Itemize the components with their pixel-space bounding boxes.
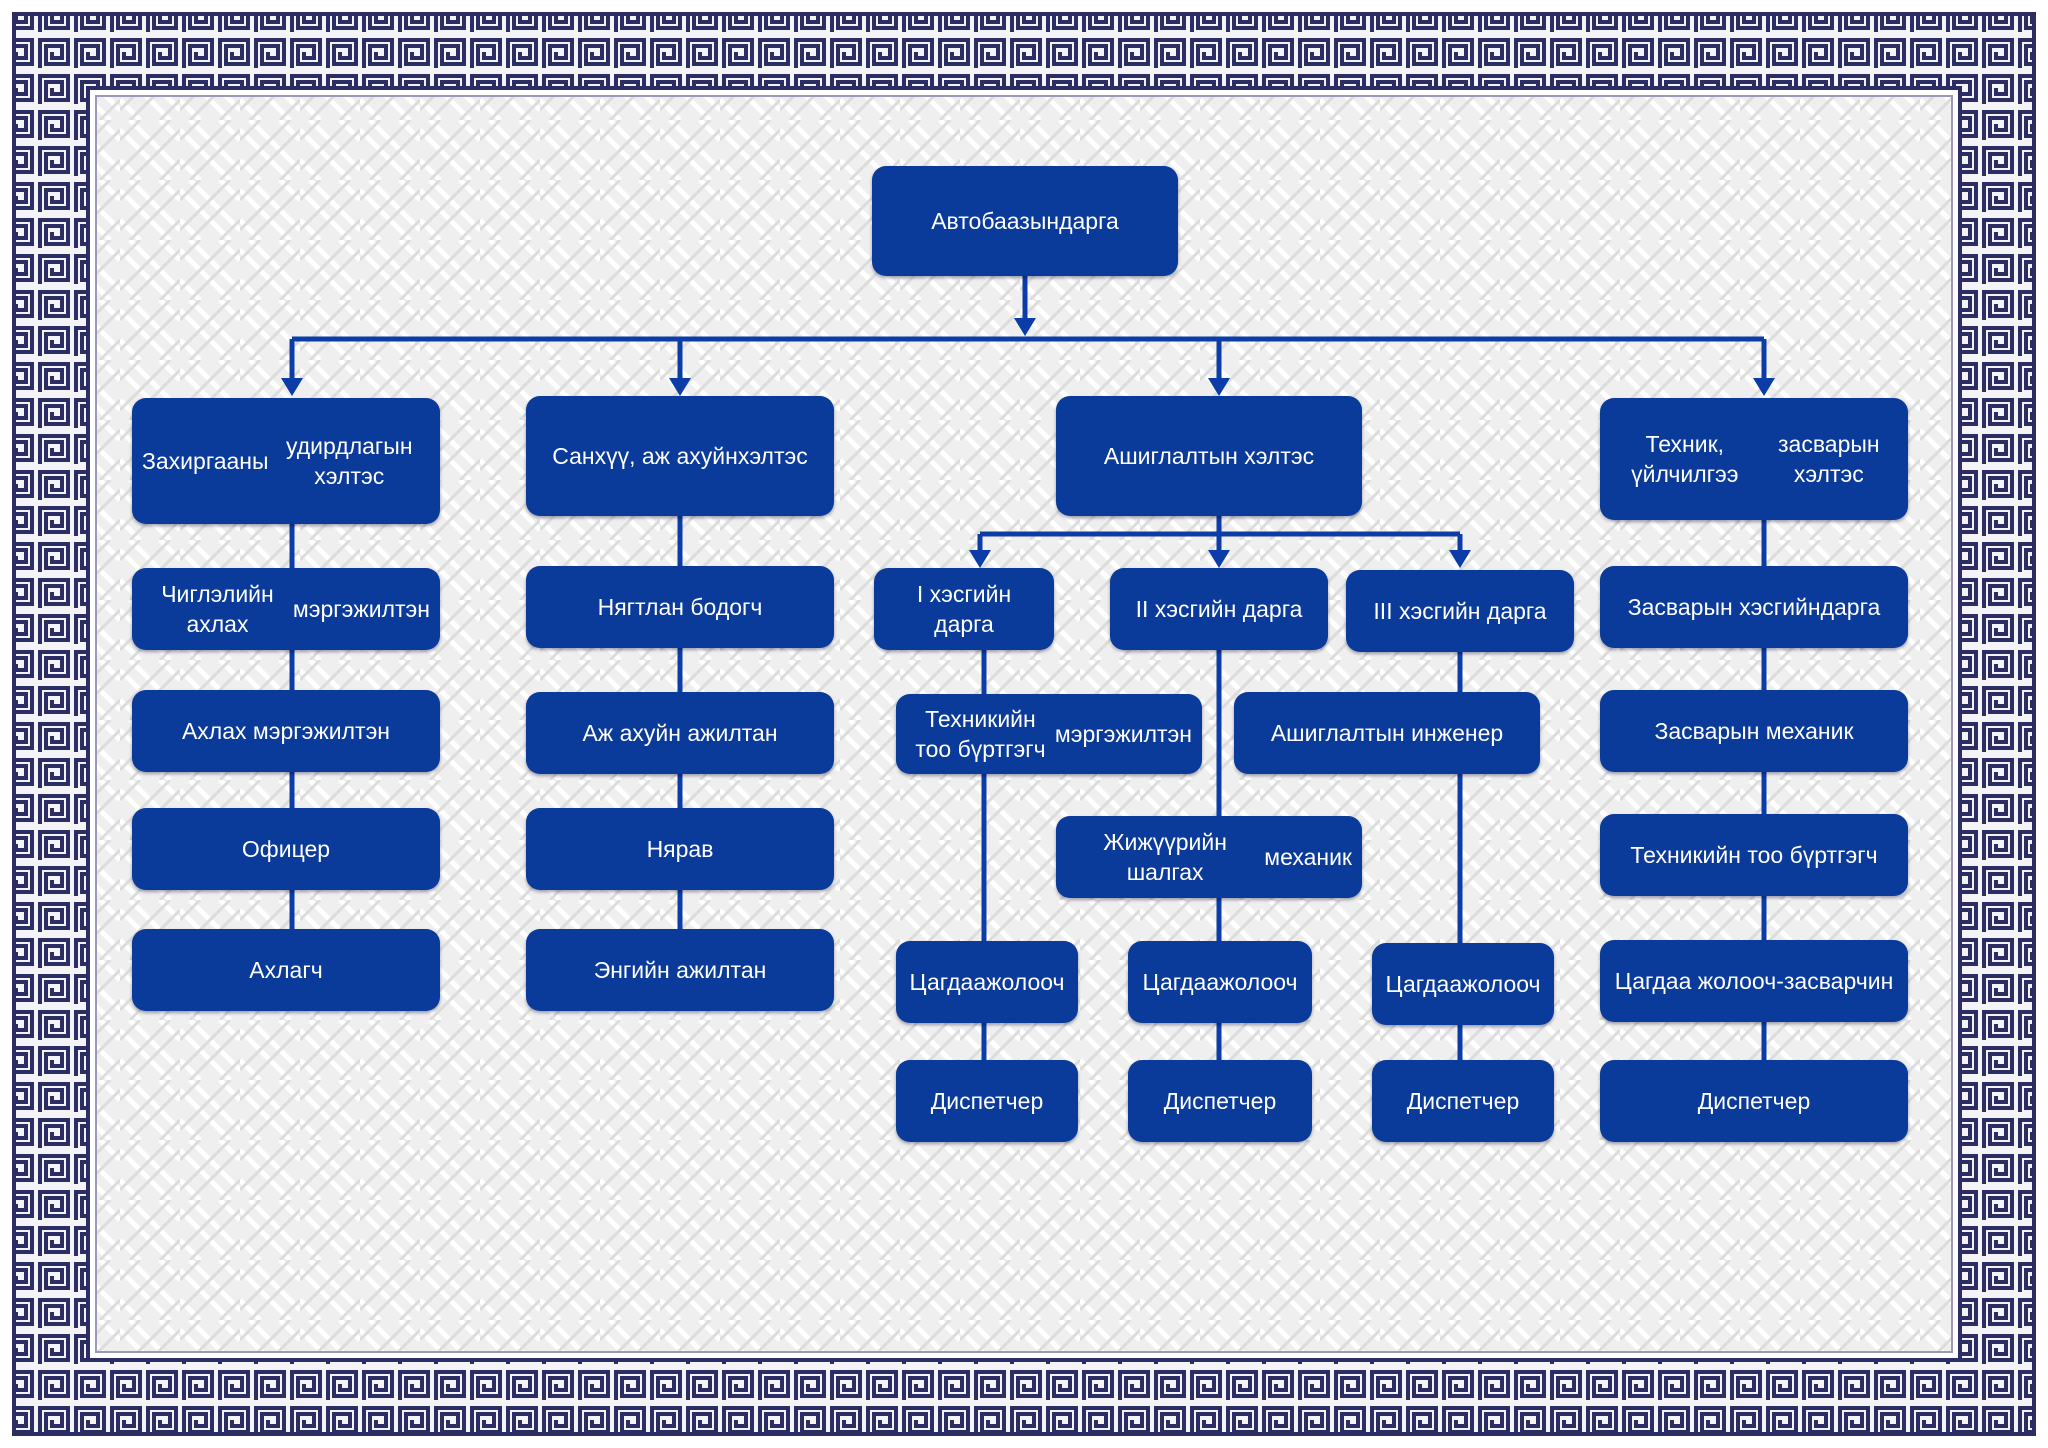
staff-node-d4-3: Техникийн тоо бүртгэгч <box>1600 814 1908 896</box>
staff-node-d1-2-label-line: Ахлах мэргэжилтэн <box>181 718 391 744</box>
staff-node-u1-3: Диспетчер <box>896 1060 1078 1142</box>
staff-node-d1-3: Офицер <box>132 808 440 890</box>
staff-node-d1-1: Чиглэлийн ахлах мэргэжилтэн <box>132 568 440 650</box>
staff-node-u1-1-label-line: мэргэжилтэн <box>1054 721 1192 747</box>
staff-node-u2-1: Жижүүрийн шалгах механик <box>1056 816 1362 898</box>
staff-node-d4-1-label-line: Засварын хэсгийн <box>1627 594 1821 620</box>
department-node-2-label-line: хэлтэс <box>737 443 808 469</box>
staff-node-d2-2-label-line: Аж ахуйн ажилтан <box>582 720 778 746</box>
staff-node-d2-3-label-line: Нярав <box>646 836 714 862</box>
staff-node-u3-2-label-line: жолооч <box>1462 971 1541 997</box>
department-node-2-label-line: Санхүү, аж ахуйн <box>552 443 738 469</box>
department-node-1: Захиргааны удирдлагын хэлтэс <box>132 398 440 524</box>
staff-node-d4-2: Засварын механик <box>1600 690 1908 772</box>
staff-node-d4-5-label-line: Диспетчер <box>1697 1088 1811 1114</box>
staff-node-d4-4: Цагдаа жолооч-засварчин <box>1600 940 1908 1022</box>
department-arrowhead <box>1208 378 1230 396</box>
staff-node-d1-4-label-line: Ахлагч <box>249 957 323 983</box>
staff-node-u1-2-label-line: жолооч <box>986 969 1065 995</box>
staff-node-d4-2-label-line: Засварын механик <box>1654 718 1854 744</box>
staff-node-u1-2-label-line: Цагдаа <box>909 969 987 995</box>
root-node-label-line: дарга <box>1059 208 1119 234</box>
department-node-4-label-line: засварын хэлтэс <box>1777 431 1880 487</box>
staff-node-d1-3-label-line: Офицер <box>241 836 331 862</box>
staff-node-u2-2-label-line: жолооч <box>1219 969 1298 995</box>
root-arrowhead <box>1014 318 1036 336</box>
staff-node-d4-4-label-line: Цагдаа жолооч- <box>1614 968 1784 994</box>
staff-node-d2-3: Нярав <box>526 808 834 890</box>
staff-node-d4-5: Диспетчер <box>1600 1060 1908 1142</box>
root-node-label-line: Автобаазын <box>931 208 1060 234</box>
unit-node-1: I хэсгийн дарга <box>874 568 1054 650</box>
staff-node-u1-1-label-line: Техникийн тоо бүртгэгч <box>915 706 1046 762</box>
department-node-1-label-line: Захиргааны <box>142 448 269 474</box>
department-node-1-label-line: удирдлагын хэлтэс <box>286 433 413 489</box>
staff-node-u3-1: Ашиглалтын инженер <box>1234 692 1540 774</box>
staff-node-d4-4-label-line: засварчин <box>1783 968 1894 994</box>
staff-node-d1-1-label-line: мэргэжилтэн <box>292 596 430 622</box>
staff-node-u1-3-label-line: Диспетчер <box>930 1088 1044 1114</box>
staff-node-d1-2: Ахлах мэргэжилтэн <box>132 690 440 772</box>
staff-node-u3-3: Диспетчер <box>1372 1060 1554 1142</box>
department-node-3: Ашиглалтын хэлтэс <box>1056 396 1362 516</box>
department-arrowhead <box>669 378 691 396</box>
department-arrowhead <box>1753 378 1775 396</box>
staff-node-d2-4-label-line: Энгийн ажилтан <box>593 957 767 983</box>
staff-node-u3-2-label-line: Цагдаа <box>1385 971 1463 997</box>
department-node-4-label-line: Техник, үйлчилгээ <box>1631 431 1739 487</box>
staff-node-u2-2-label-line: Цагдаа <box>1142 969 1220 995</box>
staff-node-d2-2: Аж ахуйн ажилтан <box>526 692 834 774</box>
staff-node-d4-1-label-line: дарга <box>1820 594 1881 620</box>
staff-node-u2-1-label-line: механик <box>1264 844 1352 870</box>
staff-node-d1-1-label-line: Чиглэлийн ахлах <box>161 581 274 637</box>
unit-node-2: II хэсгийн дарга <box>1110 568 1328 650</box>
unit-node-1-label-line: I хэсгийн дарга <box>916 581 1012 637</box>
department-node-3-label-line: Ашиглалтын хэлтэс <box>1103 443 1315 469</box>
staff-node-u2-3: Диспетчер <box>1128 1060 1312 1142</box>
staff-node-d2-4: Энгийн ажилтан <box>526 929 834 1011</box>
staff-node-u2-1-label-line: Жижүүрийн шалгах <box>1103 829 1227 885</box>
staff-node-d4-3-label-line: Техникийн тоо бүртгэгч <box>1630 842 1878 868</box>
unit-arrowhead <box>1208 550 1230 568</box>
department-node-4: Техник, үйлчилгээ засварын хэлтэс <box>1600 398 1908 520</box>
department-arrowhead <box>281 378 303 396</box>
unit-arrowhead <box>969 550 991 568</box>
staff-node-u3-3-label-line: Диспетчер <box>1406 1088 1520 1114</box>
staff-node-d1-4: Ахлагч <box>132 929 440 1011</box>
unit-node-3-label-line: III хэсгийн дарга <box>1373 598 1547 624</box>
unit-node-2-label-line: II хэсгийн дарга <box>1135 596 1303 622</box>
staff-node-d2-1: Нягтлан бодогч <box>526 566 834 648</box>
staff-node-u2-3-label-line: Диспетчер <box>1163 1088 1277 1114</box>
unit-arrowhead <box>1449 550 1471 568</box>
staff-node-u3-1-label-line: Ашиглалтын инженер <box>1270 720 1504 746</box>
staff-node-u1-1: Техникийн тоо бүртгэгч мэргэжилтэн <box>896 694 1202 774</box>
staff-node-d2-1-label-line: Нягтлан бодогч <box>597 594 763 620</box>
unit-node-3: III хэсгийн дарга <box>1346 570 1574 652</box>
